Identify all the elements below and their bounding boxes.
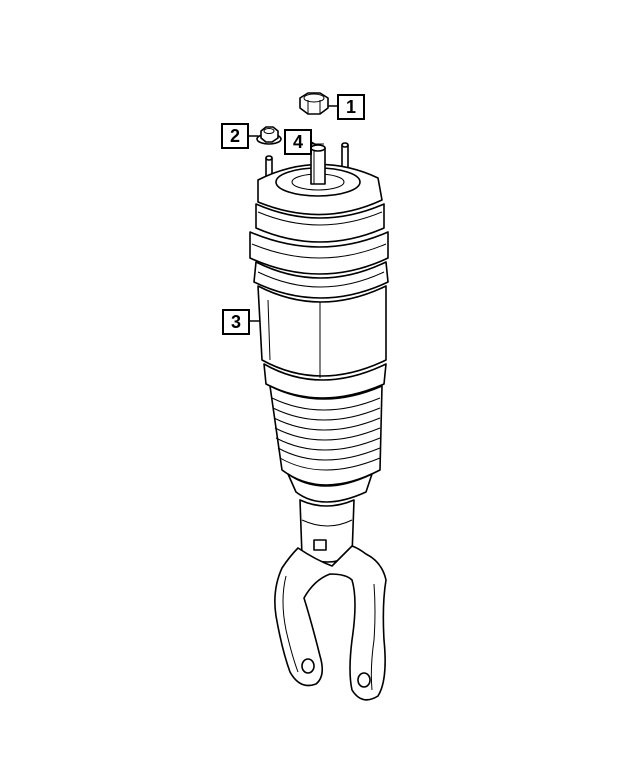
- callout-1: 1: [337, 94, 365, 120]
- part-3-strut-body: [249, 142, 389, 701]
- callout-2: 2: [221, 123, 249, 149]
- callout-3: 3: [222, 309, 250, 335]
- part-2-flange-nut: [256, 126, 282, 145]
- callout-4: 4: [284, 129, 312, 155]
- part-1-nut: [299, 92, 329, 115]
